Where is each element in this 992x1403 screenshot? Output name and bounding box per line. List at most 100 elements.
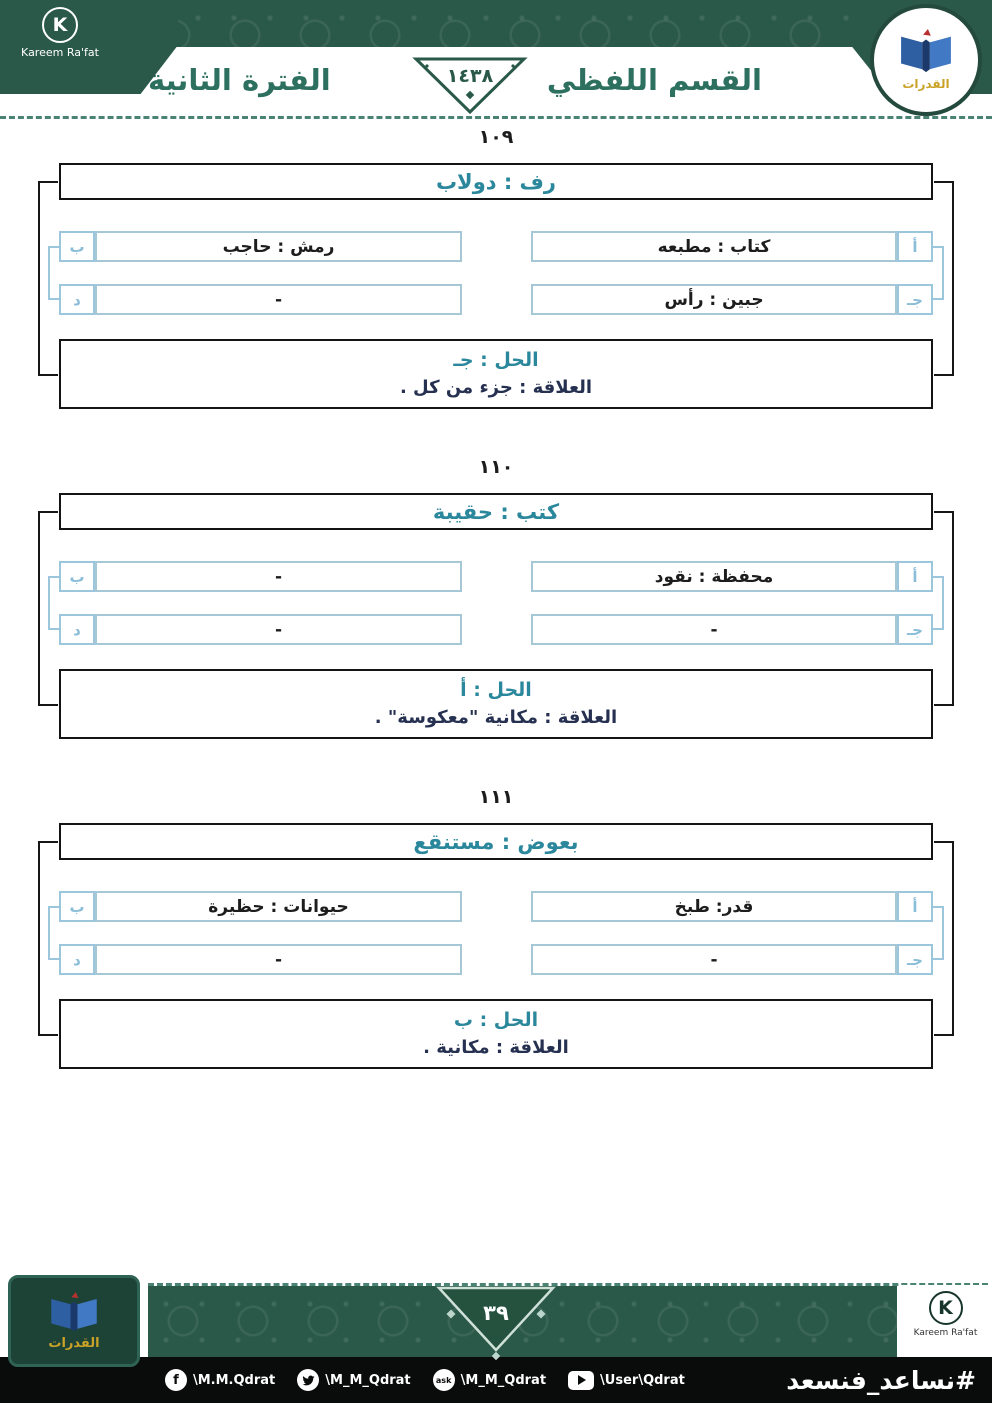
options-grid: ب رمش : حاجب كتاب : مطبعه أ د - جبين : ر…: [48, 231, 944, 315]
twitter-icon: [297, 1369, 320, 1391]
option-text-c: -: [531, 944, 897, 975]
question-body: رف : دولاب ب رمش : حاجب كتاب : مطبعه أ: [38, 163, 954, 409]
open-book-icon: [51, 1291, 97, 1331]
relation-text: العلاقة : مكانية .: [423, 1037, 569, 1058]
period-title: الفترة الثانية: [148, 63, 331, 97]
option-label-b: ب: [59, 891, 95, 922]
footer-divider: [148, 1283, 988, 1286]
question-111: ١١١ بعوض : مستنقع ب حيوانات : حظيرة قدر:…: [38, 786, 954, 1069]
bracket-right: [934, 181, 954, 376]
option-b: ب حيوانات : حظيرة: [59, 891, 462, 922]
option-a: قدر: طبخ أ: [531, 891, 933, 922]
option-text-b: -: [95, 561, 462, 592]
facebook-handle: \M.M.Qdrat: [193, 1372, 276, 1388]
options-row: د - - جـ: [59, 614, 933, 645]
bracket-right: [934, 841, 954, 1036]
option-d: د -: [59, 944, 462, 975]
question-109: ١٠٩ رف : دولاب ب رمش : حاجب كتاب : مطبعه…: [38, 126, 954, 409]
page-number: ٣٩: [483, 1301, 509, 1325]
question-title: بعوض : مستنقع: [59, 823, 933, 860]
qudrat-badge-label: القدرات: [48, 1335, 100, 1351]
triangle-icon: ١٤٣٨: [412, 57, 528, 115]
option-text-b: حيوانات : حظيرة: [95, 891, 462, 922]
youtube-handle: \User\Qdrat: [600, 1372, 685, 1388]
relation-text: العلاقة : مكانية "معكوسة" .: [374, 707, 618, 728]
option-text-a: كتاب : مطبعه: [531, 231, 897, 262]
question-title: رف : دولاب: [59, 163, 933, 200]
section-title: القسم اللفظي: [546, 63, 762, 97]
bracket-left: [38, 841, 58, 1036]
question-body: كتب : حقيبة ب - محفظة : نقود أ د: [38, 493, 954, 739]
facebook-icon: f: [165, 1369, 187, 1391]
kareem-logo-icon: K: [42, 7, 78, 43]
qudrat-seal: القدرات: [870, 4, 982, 116]
answer-box: الحل : جـ العلاقة : جزء من كل .: [59, 339, 933, 409]
triangle-icon: ٣٩: [436, 1286, 556, 1361]
option-text-a: قدر: طبخ: [531, 891, 897, 922]
solution-text: الحل : جـ: [453, 349, 539, 371]
page-number-triangle: ٣٩: [431, 1286, 561, 1364]
bracket-left: [38, 181, 58, 376]
answer-box: الحل : ب العلاقة : مكانية .: [59, 999, 933, 1069]
social-youtube: \User\Qdrat: [568, 1370, 685, 1390]
option-label-c: جـ: [897, 614, 933, 645]
hashtag: #نساعد_فنسعد: [786, 1365, 976, 1395]
options-connector-right: [933, 576, 944, 630]
option-label-d: د: [59, 944, 95, 975]
bracket-left: [38, 511, 58, 706]
option-c: جبين : رأس جـ: [531, 284, 933, 315]
option-c: - جـ: [531, 944, 933, 975]
option-text-d: -: [95, 284, 462, 315]
options-grid: ب حيوانات : حظيرة قدر: طبخ أ د - -: [48, 891, 944, 975]
option-label-b: ب: [59, 231, 95, 262]
qudrat-badge: القدرات: [8, 1275, 140, 1367]
option-label-a: أ: [897, 891, 933, 922]
option-text-c: جبين : رأس: [531, 284, 897, 315]
qudrat-seal-label: القدرات: [902, 77, 950, 91]
options-connector-left: [48, 246, 59, 300]
options-row: ب رمش : حاجب كتاب : مطبعه أ: [59, 231, 933, 262]
option-label-d: د: [59, 614, 95, 645]
option-label-a: أ: [897, 561, 933, 592]
options-connector-left: [48, 576, 59, 630]
options-connector-right: [933, 246, 944, 300]
youtube-icon: [568, 1370, 595, 1390]
option-label-d: د: [59, 284, 95, 315]
question-title-text: بعوض : مستنقع: [413, 829, 579, 854]
kareem-brand-footer: K Kareem Ra'fat: [899, 1285, 992, 1357]
option-text-d: -: [95, 614, 462, 645]
option-b: ب رمش : حاجب: [59, 231, 462, 262]
bracket-right: [934, 511, 954, 706]
option-label-c: جـ: [897, 284, 933, 315]
option-d: د -: [59, 284, 462, 315]
options-row: ب حيوانات : حظيرة قدر: طبخ أ: [59, 891, 933, 922]
kareem-brand-corner: K Kareem Ra'fat: [0, 0, 178, 94]
year-label: ١٤٣٨: [447, 65, 494, 87]
relation-text: العلاقة : جزء من كل .: [399, 377, 593, 398]
option-text-b: رمش : حاجب: [95, 231, 462, 262]
answer-box: الحل : أ العلاقة : مكانية "معكوسة" .: [59, 669, 933, 739]
option-text-c: -: [531, 614, 897, 645]
options-connector-left: [48, 906, 59, 960]
ask-icon: ask: [432, 1369, 455, 1391]
twitter-handle: \M_M_Qdrat: [325, 1372, 411, 1388]
option-c: - جـ: [531, 614, 933, 645]
question-title-text: رف : دولاب: [435, 169, 557, 194]
option-text-a: محفظة : نقود: [531, 561, 897, 592]
question-110: ١١٠ كتب : حقيبة ب - محفظة : نقود أ: [38, 456, 954, 739]
option-text-d: -: [95, 944, 462, 975]
options-row: د - - جـ: [59, 944, 933, 975]
solution-text: الحل : ب: [453, 1009, 539, 1031]
options-grid: ب - محفظة : نقود أ د - - جـ: [48, 561, 944, 645]
question-title-text: كتب : حقيبة: [432, 499, 560, 524]
question-number: ١١٠: [478, 456, 514, 478]
open-book-icon: [901, 29, 951, 73]
question-number: ١٠٩: [478, 126, 514, 148]
year-triangle: ١٤٣٨: [412, 56, 528, 116]
option-label-b: ب: [59, 561, 95, 592]
qudrat-emblem: القدرات: [850, 0, 992, 120]
option-label-c: جـ: [897, 944, 933, 975]
option-a: كتاب : مطبعه أ: [531, 231, 933, 262]
footer: القدرات ٣٩ K Kareem Ra'fat f \M.M.Qdrat: [0, 1275, 992, 1403]
